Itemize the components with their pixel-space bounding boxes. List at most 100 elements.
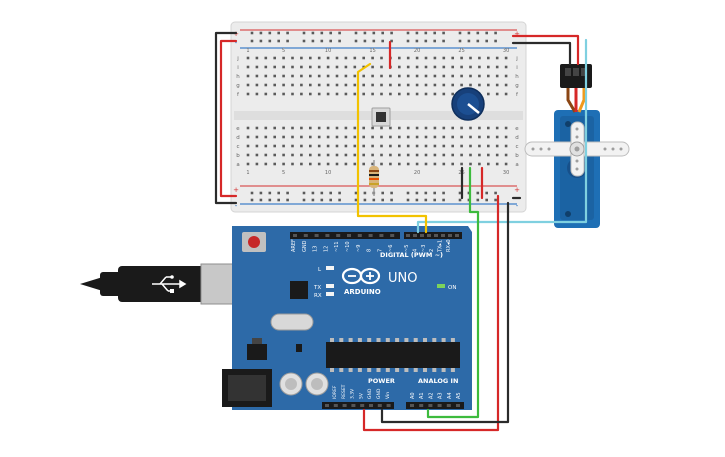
header-pin[interactable]	[368, 234, 373, 237]
header-pin[interactable]	[325, 404, 329, 407]
breadboard-hole	[424, 65, 428, 69]
rail-hole	[467, 39, 471, 43]
header-pin[interactable]	[377, 404, 382, 407]
breadboard-hole	[406, 74, 410, 78]
breadboard-hole	[415, 153, 419, 157]
breadboard-hole	[389, 135, 392, 139]
breadboard-holes	[246, 31, 508, 202]
header-pin[interactable]	[336, 234, 341, 237]
chip-pin	[367, 338, 372, 342]
reset-button[interactable]	[248, 236, 260, 248]
smd-component	[296, 344, 302, 352]
rail-hole	[424, 31, 428, 35]
rail-hole	[381, 198, 384, 202]
header-pin[interactable]	[413, 234, 417, 237]
header-pin[interactable]	[357, 234, 362, 237]
column-number-label: 1	[246, 48, 249, 54]
header-pin[interactable]	[369, 404, 373, 407]
header-pin[interactable]	[386, 404, 391, 407]
wire-red-servo	[511, 34, 580, 66]
breadboard-hole	[478, 56, 481, 60]
header-pin[interactable]	[303, 234, 308, 237]
breadboard-hole	[309, 74, 312, 78]
breadboard-hole	[478, 135, 481, 139]
potentiometer[interactable]	[451, 87, 485, 121]
power-jack-inner	[228, 375, 266, 401]
header-pin[interactable]	[446, 404, 451, 407]
header-pin[interactable]	[456, 404, 460, 407]
usb-icon-square	[170, 289, 174, 293]
breadboard-hole	[264, 135, 268, 139]
breadboard-hole	[317, 162, 321, 166]
breadboard-hole	[398, 144, 401, 148]
header-pin[interactable]	[293, 234, 297, 237]
header-pin[interactable]	[406, 234, 410, 237]
pushbutton[interactable]	[371, 107, 391, 127]
breadboard-hole	[362, 153, 365, 157]
breadboard-hole	[309, 126, 312, 130]
rail-sign-label: -	[235, 39, 238, 47]
header-pin[interactable]	[455, 234, 459, 237]
header-pin[interactable]	[441, 234, 445, 237]
analog-pin-label: A5	[456, 392, 462, 399]
rail-hole	[277, 31, 280, 35]
header-pin[interactable]	[428, 404, 433, 407]
breadboard-hole	[309, 65, 312, 69]
header-pin[interactable]	[420, 234, 424, 237]
breadboard-hole	[371, 144, 374, 148]
breadboard-hole	[353, 56, 357, 60]
header-pin[interactable]	[427, 234, 431, 237]
breadboard-hole	[451, 153, 454, 157]
rail-hole	[286, 198, 289, 202]
header-pin[interactable]	[390, 234, 395, 237]
breadboard-hole	[246, 126, 250, 130]
chip-pin	[450, 368, 455, 372]
breadboard-hole	[353, 83, 357, 87]
row-letter-label: f	[516, 92, 519, 98]
power-pin-label: Vin	[385, 392, 391, 399]
breadboard-hole	[273, 92, 276, 96]
breadboard-hole	[255, 162, 259, 166]
header-pin[interactable]	[333, 404, 338, 407]
digital-pin-label: 2	[429, 249, 435, 252]
header-pin[interactable]	[434, 234, 438, 237]
header-pin[interactable]	[419, 404, 424, 407]
rail-hole	[381, 191, 384, 195]
breadboard-hole	[469, 144, 472, 148]
breadboard-hole	[424, 74, 428, 78]
header-pin[interactable]	[325, 234, 330, 237]
atmega-chip-pins	[330, 338, 455, 372]
breadboard-hole	[495, 83, 499, 87]
breadboard-hole	[487, 65, 490, 69]
breadboard-hole	[300, 144, 303, 148]
rail-hole	[302, 31, 306, 35]
breadboard-hole	[255, 92, 259, 96]
breadboard-hole	[487, 162, 490, 166]
header-pin[interactable]	[437, 404, 442, 407]
column-number-label: 10	[325, 170, 331, 176]
rail-hole	[415, 191, 419, 195]
breadboard-hole	[478, 65, 481, 69]
header-pin[interactable]	[410, 404, 414, 407]
header-pin[interactable]	[342, 404, 347, 407]
header-pin[interactable]	[379, 234, 384, 237]
header-pin[interactable]	[351, 404, 356, 407]
breadboard-hole	[451, 65, 454, 69]
chip-pin	[339, 338, 344, 342]
led-on	[437, 284, 445, 288]
capacitor-top	[311, 378, 323, 390]
breadboard-hole	[264, 126, 268, 130]
pushbutton-cap[interactable]	[376, 112, 386, 122]
breadboard-hole	[326, 153, 330, 157]
breadboard-hole	[406, 56, 410, 60]
breadboard-hole	[469, 65, 472, 69]
rail-hole	[286, 31, 289, 35]
breadboard-hole	[433, 144, 437, 148]
header-pin[interactable]	[314, 234, 319, 237]
breadboard-hole	[398, 92, 401, 96]
header-pin[interactable]	[347, 234, 351, 237]
header-pin[interactable]	[360, 404, 365, 407]
header-pin[interactable]	[448, 234, 452, 237]
breadboard-hole	[451, 144, 454, 148]
digital-pin-label: ~5	[404, 245, 410, 252]
